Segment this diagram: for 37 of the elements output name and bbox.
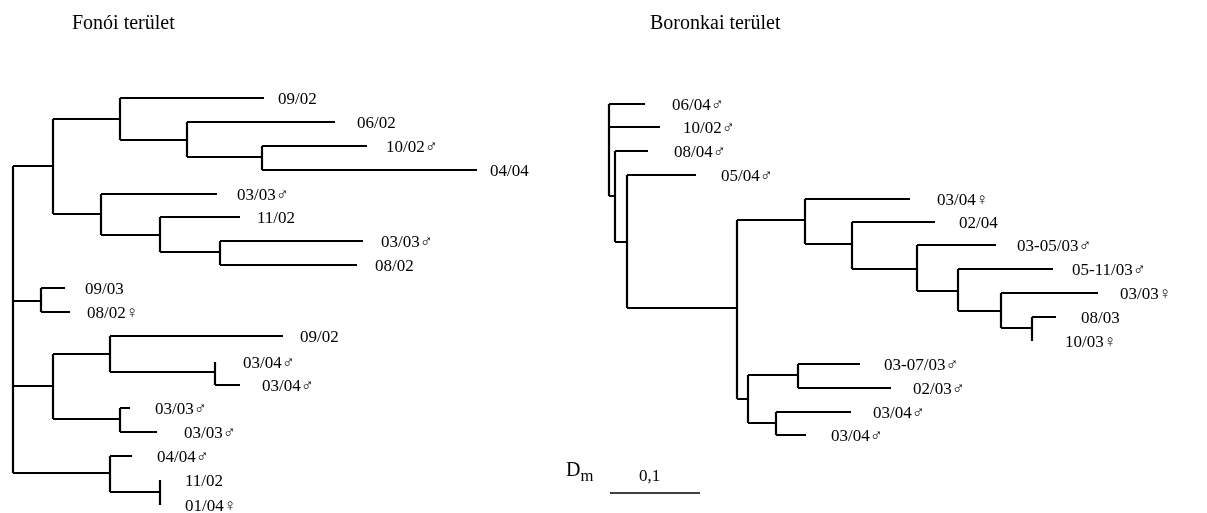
leaf-label: 03/04♂ (831, 426, 883, 444)
leaf-label: 02/03♂ (913, 379, 965, 397)
leaf-label: 03/03♀ (1120, 284, 1172, 302)
leaf-label: 10/03♀ (1065, 332, 1117, 350)
leaf-label: 04/04 (490, 161, 529, 179)
leaf-label: 03/03♂ (155, 399, 207, 417)
leaf-label: 06/02 (357, 113, 396, 131)
leaf-label: 11/02 (257, 208, 296, 226)
leaf-label: 09/03 (85, 279, 124, 297)
leaf-label: 10/02♂ (386, 137, 438, 155)
leaf-label: 01/04♀ (185, 496, 237, 513)
leaf-label: 03/04♀ (937, 190, 989, 208)
leaf-label: 08/02 (375, 256, 414, 274)
leaf-label: 04/04♂ (157, 447, 209, 465)
leaf-label: 03/03♂ (381, 232, 433, 250)
leaf-label: 03/04♂ (262, 376, 314, 394)
leaf-label: 05/04♂ (721, 166, 773, 184)
axis-symbol: D$_{m}$ (566, 459, 594, 485)
leaf-label: 08/04♂ (674, 142, 726, 160)
leaf-label: 03/04♂ (243, 353, 295, 371)
leaf-label: 11/02 (185, 471, 224, 489)
panel-title: Boronkai terület (650, 12, 781, 32)
leaf-label: 03-05/03♂ (1017, 236, 1092, 254)
leaf-label: 03-07/03♂ (884, 355, 959, 373)
leaf-label: 08/03 (1081, 308, 1120, 326)
leaf-label: 03/04♂ (873, 403, 925, 421)
leaf-label: 03/03♂ (184, 423, 236, 441)
leaf-label: 02/04 (959, 213, 998, 231)
panel-title: Fonói terület (72, 12, 175, 32)
leaf-label: 10/02♂ (683, 118, 735, 136)
leaf-label: 03/03♂ (237, 185, 289, 203)
leaf-label: 05-11/03♂ (1072, 260, 1146, 278)
leaf-label: 09/02 (300, 327, 339, 345)
leaf-label: 09/02 (278, 89, 317, 107)
leaf-label: 08/02♀ (87, 303, 139, 321)
scale-label: 0,1 (639, 466, 661, 484)
leaf-label: 06/04♂ (672, 95, 724, 113)
